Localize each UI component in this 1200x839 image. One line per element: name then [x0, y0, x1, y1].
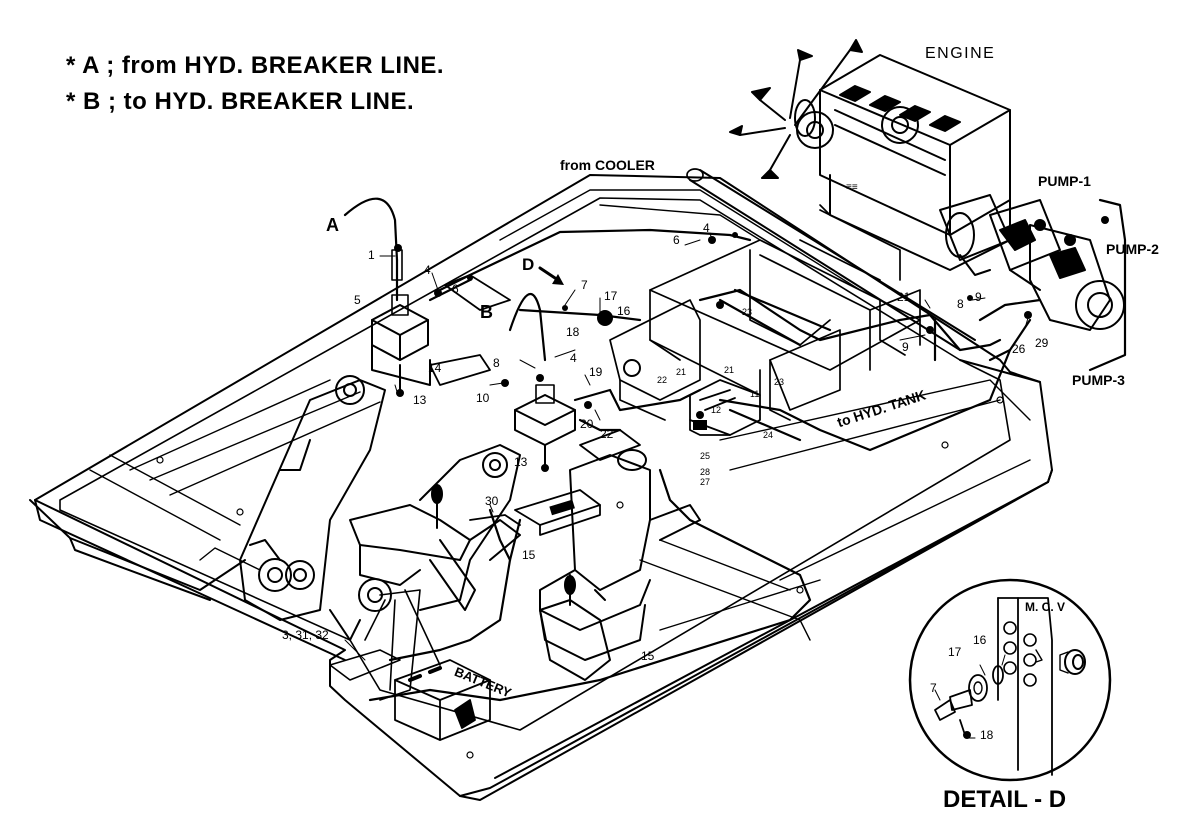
part-number: 13 [514, 455, 528, 469]
part-number: 10 [476, 391, 490, 405]
part-number: 21 [676, 367, 687, 377]
part-number: 4 [570, 351, 577, 365]
part-number: 6 [673, 233, 680, 247]
part-number: 4 [424, 263, 431, 277]
part-number: 9 [902, 340, 909, 354]
operator-seat [539, 449, 701, 661]
part-number: 27 [700, 477, 711, 487]
part-number: 20 [580, 417, 594, 431]
cross-members [609, 168, 976, 421]
control-console-left [349, 484, 521, 611]
upper-frame [29, 174, 1053, 801]
selector-valve-upper [371, 294, 431, 397]
from-cooler-label: from COOLER [560, 157, 655, 173]
detail-d-circle [908, 578, 1112, 782]
pump3-label: PUMP-3 [1072, 372, 1125, 388]
engine-label: ENGINE [925, 45, 996, 62]
leader-lines [344, 232, 1029, 661]
battery [394, 659, 491, 741]
note-b: * B ; to HYD. BREAKER LINE. [66, 88, 415, 115]
pump1-label: PUMP-1 [1038, 173, 1091, 189]
part-number: 3, 31, 32 [282, 628, 329, 642]
part-number: 4 [703, 221, 710, 235]
monitor-panel [469, 489, 601, 536]
part-number: 1 [368, 248, 375, 262]
part-number: 9 [975, 290, 982, 304]
part-number: 19 [589, 365, 603, 379]
part-number: 12 [711, 405, 722, 415]
boom-foot-bracket [239, 375, 521, 641]
part-number: 24 [763, 430, 774, 440]
part-number: 15 [641, 649, 655, 663]
note-a: * A ; from HYD. BREAKER LINE. [66, 52, 445, 79]
hydraulic-hoses [343, 197, 1127, 702]
part-number: 17 [948, 645, 962, 659]
part-number: 8 [957, 297, 964, 311]
part-number: 21 [724, 365, 735, 375]
part-number: 22 [657, 375, 668, 385]
part-number: 8 [493, 356, 500, 370]
label-a: A [326, 215, 339, 235]
part-number: 17 [604, 289, 618, 303]
control-console-right [539, 574, 611, 681]
part-number: 5 [354, 293, 361, 307]
part-number: 22 [600, 427, 614, 441]
part-number: 18 [980, 728, 994, 742]
part-number: 14 [428, 361, 442, 375]
svg-text:≡≡: ≡≡ [846, 182, 858, 193]
part-number: 6 [452, 282, 459, 296]
part-number: 16 [973, 633, 987, 647]
part-number: 23 [742, 307, 753, 317]
part-number: 29 [1035, 336, 1049, 350]
detail-d-title: DETAIL - D [943, 786, 1067, 813]
part-number: 25 [700, 451, 711, 461]
engine: ≡≡ [729, 39, 1011, 271]
control-valve-block [689, 379, 761, 436]
part-number: 18 [566, 325, 580, 339]
label-d: D [522, 255, 535, 274]
part-number: 7 [581, 278, 588, 292]
part-number: 30 [485, 494, 499, 508]
pump2-label: PUMP-2 [1106, 241, 1159, 257]
mcv-label: M. C. V [1025, 600, 1066, 614]
part-number: 21 [897, 290, 911, 304]
part-number: 28 [700, 467, 711, 477]
part-number: 7 [930, 681, 937, 695]
label-b: B [480, 302, 493, 322]
part-number: 13 [413, 393, 427, 407]
part-number: 23 [774, 377, 785, 387]
part-number: 15 [522, 548, 536, 562]
fittings [394, 216, 1109, 419]
detail-d-arrow [538, 266, 564, 285]
hydraulic-pumps [939, 194, 1125, 331]
part-number: 16 [617, 304, 631, 318]
selector-valve-lower [514, 384, 576, 472]
part-number: 11 [750, 389, 760, 399]
part-number: 26 [1012, 342, 1026, 356]
